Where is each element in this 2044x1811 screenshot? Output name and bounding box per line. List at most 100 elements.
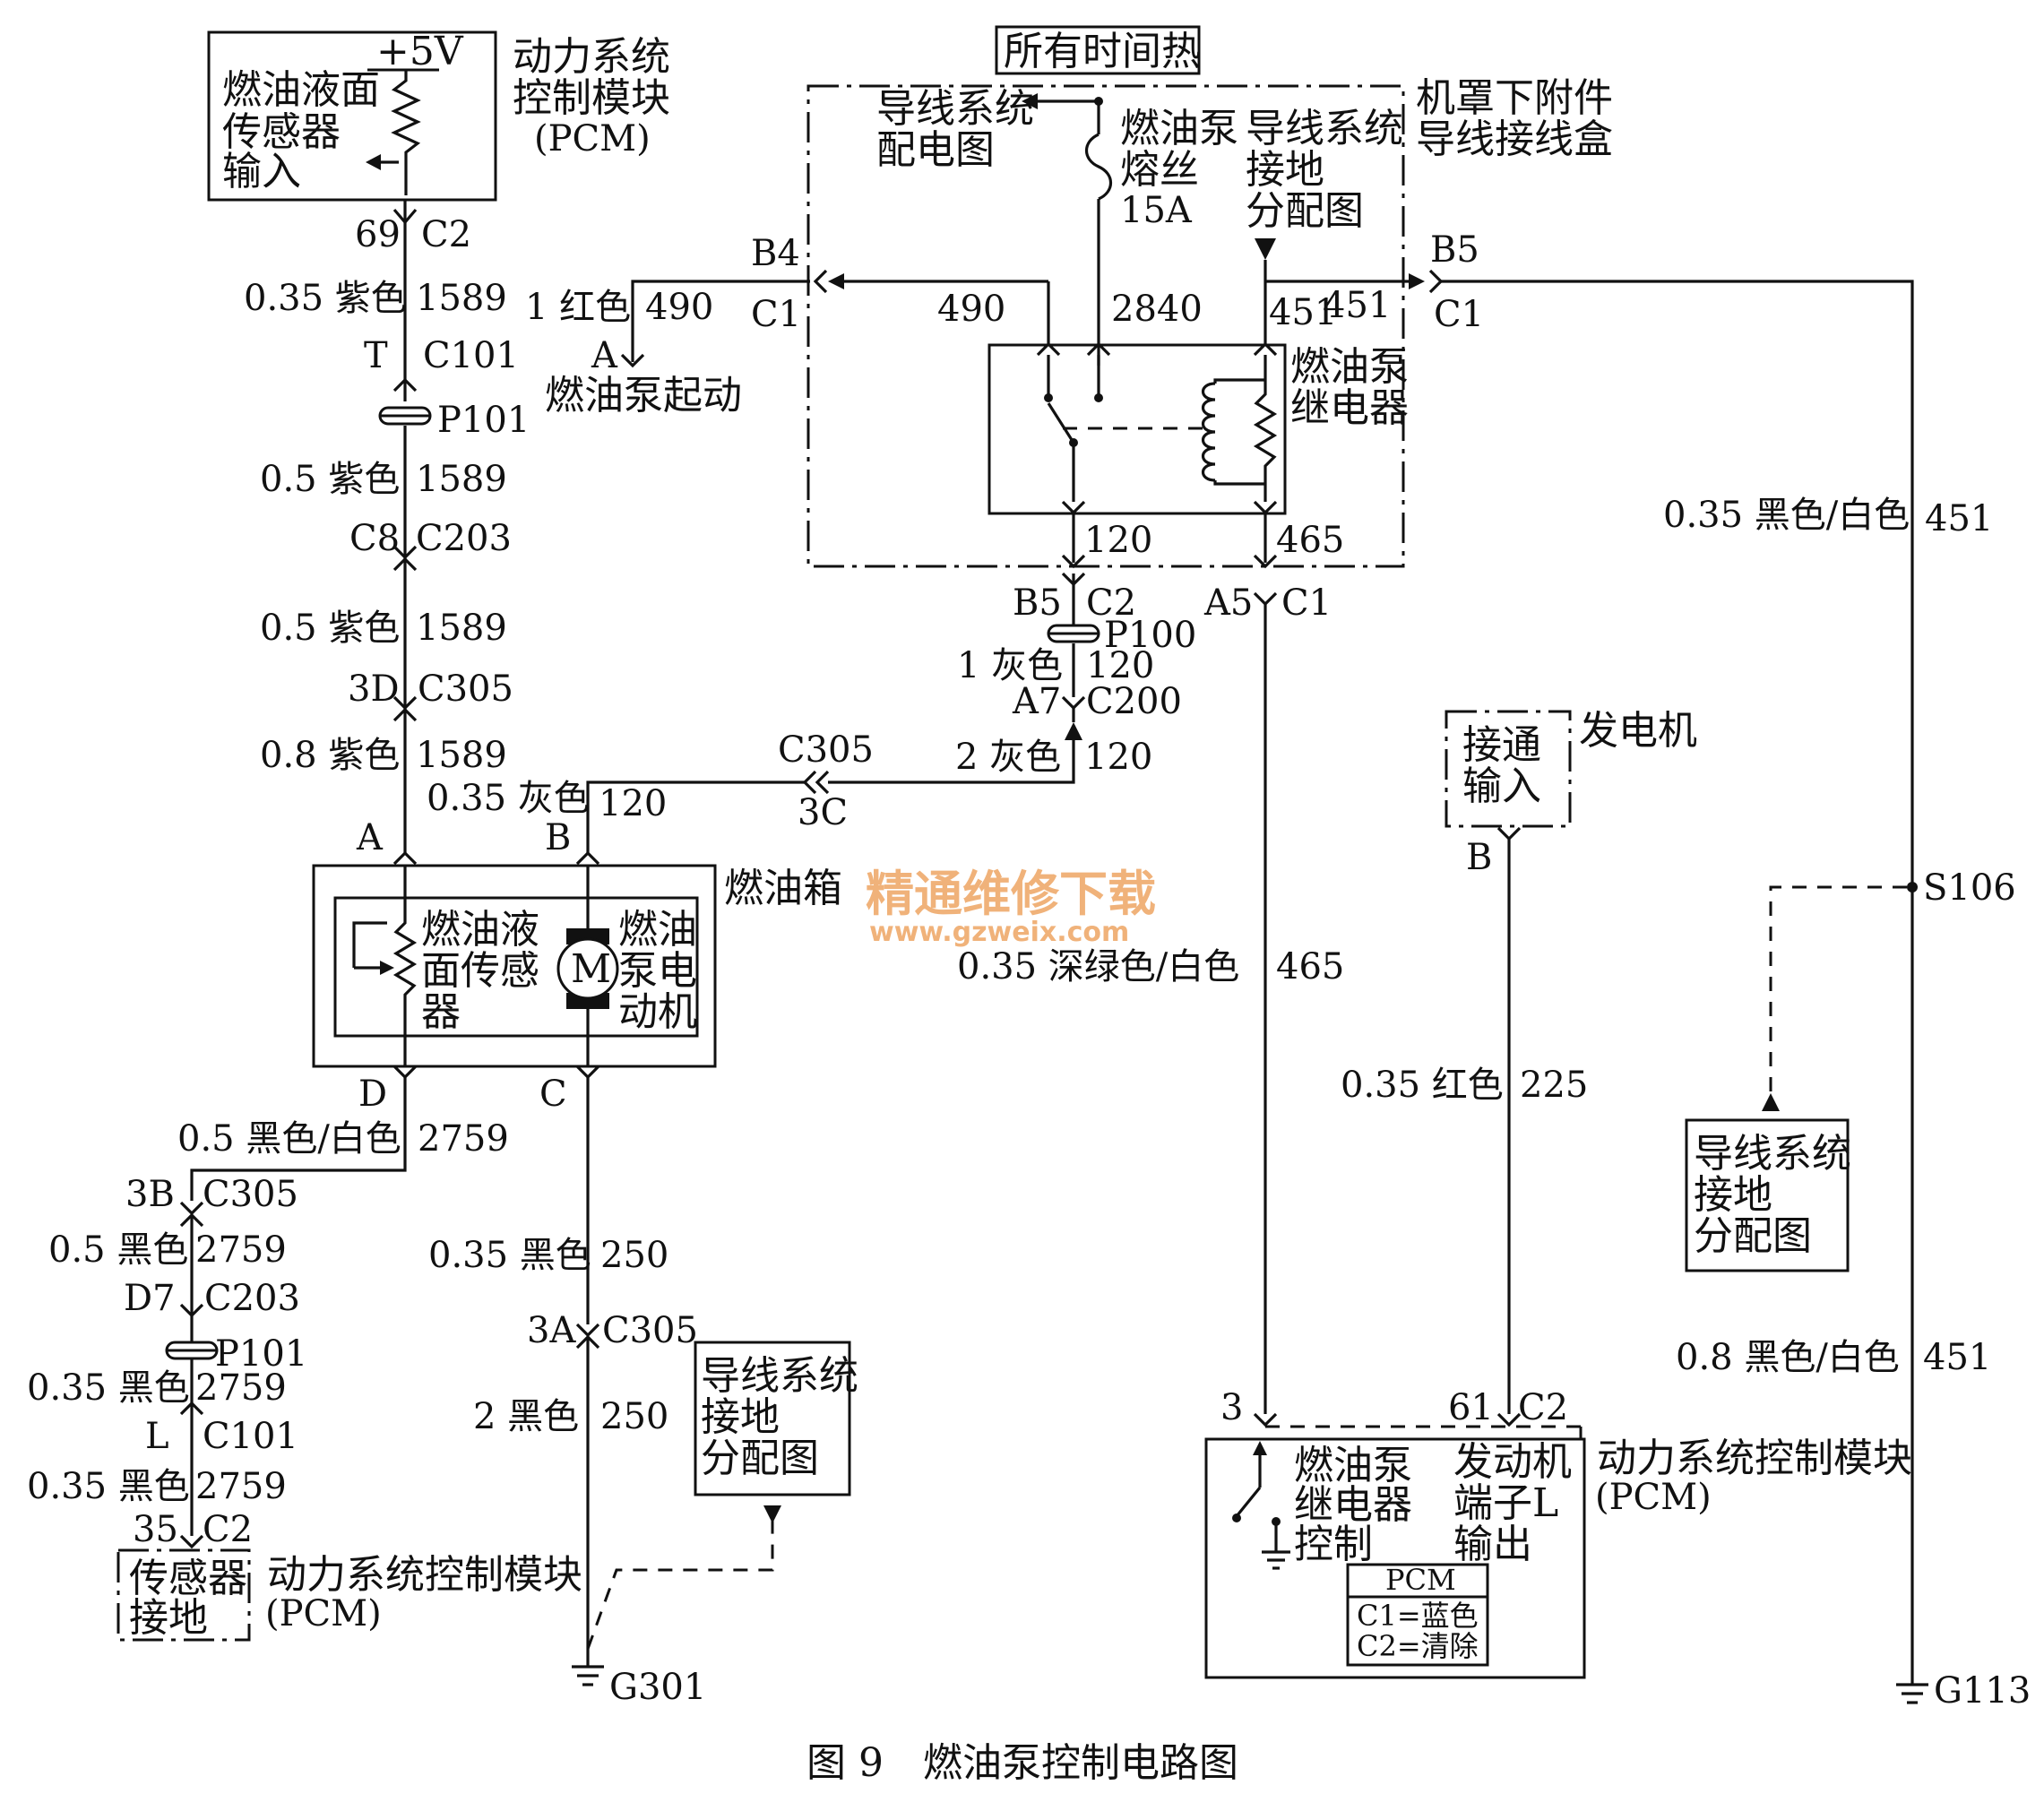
circuit-451-jb-a: 451 bbox=[1269, 292, 1337, 333]
pin-3d: 3D bbox=[348, 668, 400, 710]
ground-g301: G301 bbox=[609, 1667, 706, 1708]
fuse-name1: 燃油泵 bbox=[1120, 106, 1238, 151]
wire-1589-b: 0.5 紫色 bbox=[260, 459, 400, 500]
pcm-bottom-left-name2: (PCM) bbox=[265, 1593, 382, 1634]
pump-line2: 泵电 bbox=[618, 948, 697, 994]
conn-c200: C200 bbox=[1086, 681, 1182, 722]
pcm-bottom-left-name1: 动力系统控制模块 bbox=[267, 1552, 582, 1598]
wire-2759-b: 0.5 黑色 bbox=[48, 1229, 188, 1271]
sensor-line1: 燃油液 bbox=[421, 907, 539, 953]
junction-box-outline bbox=[806, 84, 1405, 568]
circuit-451-b: 451 bbox=[1923, 1337, 1991, 1378]
wire-1589-d: 0.8 紫色 bbox=[260, 735, 400, 776]
splice-p101-bottom: P101 bbox=[215, 1333, 307, 1375]
circuit-250-a: 250 bbox=[600, 1235, 668, 1276]
pin-d7: D7 bbox=[124, 1278, 176, 1319]
splice-s106: S106 bbox=[1923, 867, 2016, 909]
ground-dist-right-1: 导线系统 bbox=[1694, 1131, 1851, 1177]
pin-a7: A7 bbox=[1012, 681, 1061, 722]
motor-symbol: M bbox=[571, 946, 611, 992]
junction-box-name1: 机罩下附件 bbox=[1416, 75, 1613, 121]
conn-c1-a5: C1 bbox=[1281, 582, 1332, 624]
wire-451-b: 0.8 黑色/白色 bbox=[1676, 1337, 1900, 1378]
conn-c2-sensor-ground: C2 bbox=[203, 1509, 253, 1550]
generator-circuit: 接通 输入 发电机 B 0.35 红色 225 bbox=[1341, 708, 1697, 1427]
pcm-relay-l2: 继电器 bbox=[1294, 1482, 1412, 1528]
circuit-2759-a: 2759 bbox=[418, 1118, 509, 1160]
wire-490: 1 红色 bbox=[525, 287, 631, 328]
pcm-top-name-3: (PCM) bbox=[534, 118, 651, 160]
resistor-5v-pullup-icon bbox=[391, 70, 421, 195]
circuit-1589-a: 1589 bbox=[416, 278, 507, 319]
pump-motor-icon bbox=[556, 937, 619, 1000]
pcm-br-name2: (PCM) bbox=[1595, 1477, 1712, 1518]
pcm-bottom-right-box bbox=[1204, 1437, 1586, 1679]
pin-b5-c1: B5 bbox=[1430, 229, 1479, 271]
generator-name: 发电机 bbox=[1579, 708, 1697, 754]
figure-title: 燃油泵控制电路图 bbox=[923, 1740, 1238, 1786]
circuit-250-b: 250 bbox=[600, 1396, 668, 1437]
fuse-name2: 熔丝 bbox=[1120, 147, 1199, 193]
ground-dist-left-2: 接地 bbox=[701, 1394, 780, 1440]
pin-b5-c2: B5 bbox=[1013, 582, 1062, 624]
sensor-line2: 面传感 bbox=[421, 948, 539, 994]
circuit-120-b: 120 bbox=[1084, 737, 1152, 778]
pcm-box-line2: 传感器 bbox=[222, 109, 341, 155]
conn-c305-3b: C305 bbox=[203, 1174, 298, 1215]
circuit-2759-d: 2759 bbox=[195, 1466, 287, 1507]
circuit-1589: 69 C2 0.35 紫色 1589 T C101 P101 0.5 紫色 15… bbox=[244, 200, 530, 866]
pin-l: L bbox=[145, 1416, 169, 1457]
wire-2759-a: 0.5 黑色/白色 bbox=[177, 1118, 401, 1160]
pcm-legend-c2: C2=清除 bbox=[1357, 1629, 1479, 1663]
wire-465: 0.35 深绿色/白色 bbox=[957, 946, 1239, 987]
ground-dist-box-left bbox=[694, 1341, 851, 1496]
relay-control-switch-icon bbox=[1235, 1486, 1262, 1518]
tank-pin-a: A bbox=[356, 817, 384, 858]
wire-225: 0.35 红色 bbox=[1341, 1065, 1504, 1106]
conn-c101-top: C101 bbox=[423, 335, 519, 376]
conn-c203-bottom: C203 bbox=[204, 1278, 300, 1319]
relay-name2: 继电器 bbox=[1290, 385, 1409, 431]
fuel-pump-start-circuit: 1 红色 490 A 燃油泵起动 bbox=[525, 280, 810, 418]
splice-p101-top: P101 bbox=[437, 400, 530, 441]
fuse-header-box bbox=[995, 25, 1201, 75]
gnd-dist-jb-1: 导线系统 bbox=[1246, 106, 1403, 151]
pump-line3: 动机 bbox=[618, 989, 697, 1035]
gen-pin-b: B bbox=[1466, 837, 1492, 878]
wire-2759-c: 0.35 黑色 bbox=[27, 1367, 190, 1409]
ground-dist-left-1: 导线系统 bbox=[701, 1353, 858, 1399]
relay-switch-contact-icon bbox=[1047, 402, 1075, 444]
fuel-pump-fuse-icon bbox=[1084, 133, 1113, 201]
fuse-header: 所有时间热 bbox=[1004, 29, 1201, 74]
circuit-250: 0.35 黑色 250 3A C305 2 黑色 250 G301 导线系统 接… bbox=[428, 1077, 858, 1708]
circuit-1589-d: 1589 bbox=[416, 735, 507, 776]
tank-pin-d: D bbox=[358, 1074, 387, 1115]
ground-dist-right-2: 接地 bbox=[1694, 1172, 1772, 1218]
splice-p100: P100 bbox=[1104, 615, 1196, 656]
tank-pin-b: B bbox=[545, 817, 571, 858]
pin-3b: 3B bbox=[125, 1174, 175, 1215]
conn-c305-3c: C305 bbox=[778, 729, 874, 771]
circuit-1589-b: 1589 bbox=[416, 459, 507, 500]
start-label: 燃油泵起动 bbox=[545, 373, 742, 418]
circuit-120-a: 120 bbox=[599, 783, 667, 824]
pcm-eng-l3: 输出 bbox=[1453, 1522, 1532, 1567]
conn-c2-relay: C2 bbox=[1086, 582, 1136, 624]
fuel-level-sensor-icon bbox=[392, 866, 418, 1066]
sensor-ground-line2: 接地 bbox=[129, 1595, 208, 1641]
conn-c2: C2 bbox=[421, 214, 471, 255]
fuel-tank-inner bbox=[333, 896, 699, 1038]
pin-a5: A5 bbox=[1203, 582, 1253, 624]
conn-c101-bottom: C101 bbox=[203, 1416, 298, 1457]
start-pin-a: A bbox=[591, 335, 618, 376]
circuit-2840: 2840 bbox=[1111, 289, 1203, 330]
circuit-490-jb: 490 bbox=[937, 289, 1005, 330]
fuel-tank-outer bbox=[312, 864, 717, 1068]
gen-box-line2: 输入 bbox=[1462, 763, 1541, 809]
gnd-dist-jb-2: 接地 bbox=[1246, 147, 1324, 193]
circuit-451-a: 451 bbox=[1925, 498, 1993, 539]
gen-box-line1: 接通 bbox=[1462, 722, 1541, 768]
pcm-eng-l1: 发动机 bbox=[1453, 1439, 1572, 1485]
pcm-relay-l1: 燃油泵 bbox=[1294, 1443, 1412, 1488]
